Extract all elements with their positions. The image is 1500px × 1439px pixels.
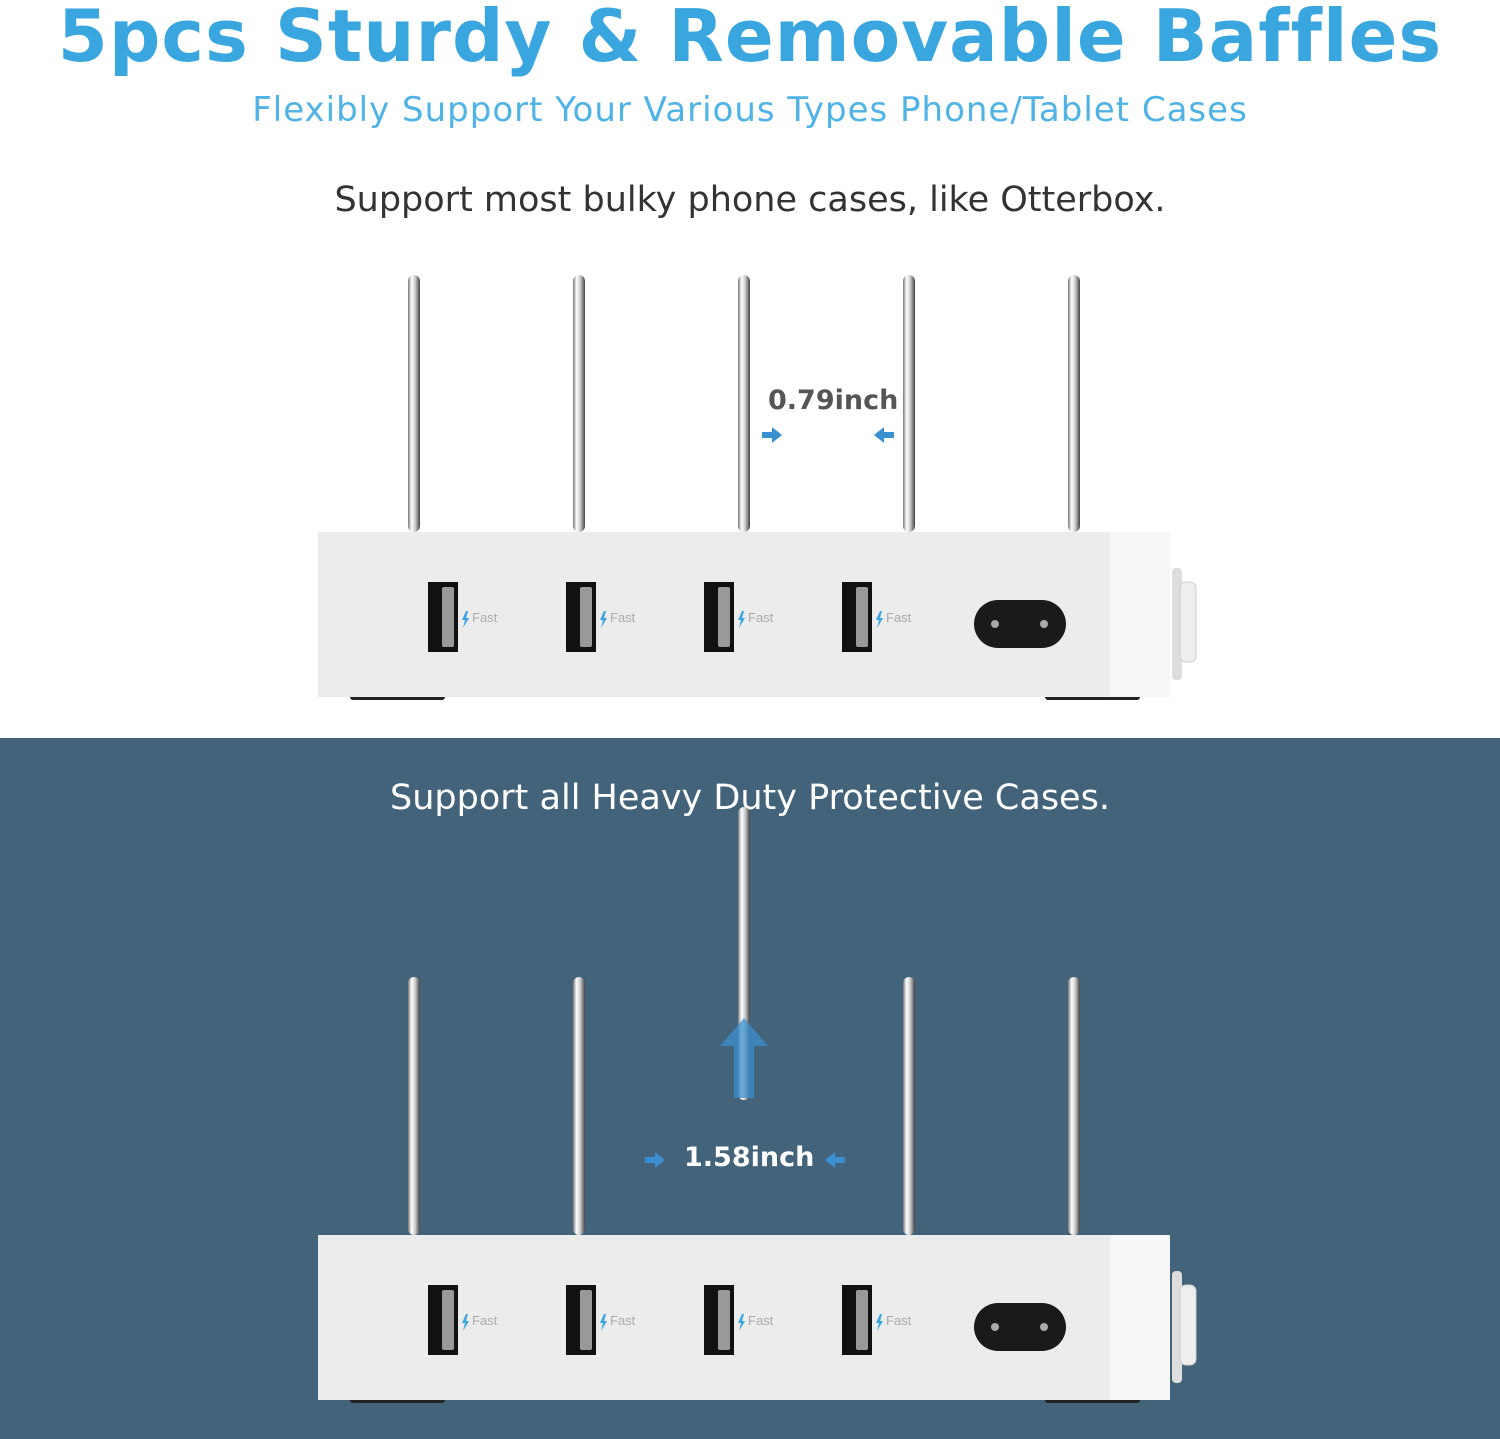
spacing-label-wide: 1.58inch bbox=[684, 1142, 815, 1173]
page-subtitle: Flexibly Support Your Various Types Phon… bbox=[252, 90, 1248, 130]
lightning-icon bbox=[462, 1314, 469, 1331]
ac-power-inlet bbox=[974, 1303, 1066, 1351]
usb-port-tongue bbox=[718, 1290, 730, 1350]
spacing-label-narrow: 0.79inch bbox=[768, 385, 899, 416]
usb-port-tongue bbox=[856, 1290, 868, 1350]
lightning-icon bbox=[600, 1314, 607, 1331]
charging-station-illustration bbox=[318, 807, 1197, 1403]
charging-station-illustration bbox=[318, 275, 1197, 700]
baffle-rod bbox=[573, 275, 585, 532]
lightning-icon bbox=[738, 1314, 745, 1331]
baffle-rod bbox=[903, 977, 915, 1235]
arrow-right-icon bbox=[645, 1152, 665, 1168]
charger-body-edge bbox=[1110, 1235, 1170, 1400]
power-switch-rocker bbox=[1179, 1284, 1197, 1366]
fast-charge-label: Fast bbox=[472, 1313, 498, 1328]
ac-power-inlet bbox=[974, 600, 1066, 648]
inlet-pin bbox=[1040, 620, 1048, 628]
fast-charge-label: Fast bbox=[748, 1313, 774, 1328]
baffle-rod bbox=[903, 275, 915, 532]
lightning-icon bbox=[600, 611, 607, 628]
bottom-panel: Support all Heavy Duty Protective Cases.… bbox=[0, 738, 1500, 1439]
top-panel: 5pcs Sturdy & Removable Baffles Flexibly… bbox=[57, 0, 1443, 700]
lightning-icon bbox=[738, 611, 745, 628]
baffle-rod bbox=[573, 977, 585, 1235]
charger-body-edge bbox=[1110, 532, 1170, 697]
usb-port-tongue bbox=[442, 587, 454, 647]
baffle-rod bbox=[738, 275, 750, 532]
baffle-rod bbox=[408, 275, 420, 532]
fast-charge-label: Fast bbox=[610, 610, 636, 625]
top-caption: Support most bulky phone cases, like Ott… bbox=[334, 180, 1166, 220]
usb-port-tongue bbox=[580, 587, 592, 647]
inlet-pin bbox=[1040, 1323, 1048, 1331]
bottom-caption: Support all Heavy Duty Protective Cases. bbox=[390, 778, 1110, 818]
lightning-icon bbox=[876, 611, 883, 628]
baffle-rod bbox=[408, 977, 420, 1235]
fast-charge-label: Fast bbox=[472, 610, 498, 625]
up-arrow-icon bbox=[720, 1018, 768, 1098]
inlet-pin bbox=[991, 1323, 999, 1331]
inlet-pin bbox=[991, 620, 999, 628]
usb-port-tongue bbox=[442, 1290, 454, 1350]
arrow-right-icon bbox=[762, 427, 782, 443]
power-switch-rocker bbox=[1179, 581, 1197, 663]
arrow-left-icon bbox=[825, 1152, 845, 1168]
usb-port-tongue bbox=[718, 587, 730, 647]
fast-charge-label: Fast bbox=[886, 1313, 912, 1328]
usb-port-tongue bbox=[856, 587, 868, 647]
fast-charge-label: Fast bbox=[610, 1313, 636, 1328]
page-title: 5pcs Sturdy & Removable Baffles bbox=[57, 0, 1443, 78]
arrow-left-icon bbox=[874, 427, 894, 443]
lightning-icon bbox=[462, 611, 469, 628]
baffle-rod bbox=[1068, 977, 1080, 1235]
fast-charge-label: Fast bbox=[748, 610, 774, 625]
usb-port-tongue bbox=[580, 1290, 592, 1350]
lightning-icon bbox=[876, 1314, 883, 1331]
baffle-rod bbox=[1068, 275, 1080, 532]
fast-charge-label: Fast bbox=[886, 610, 912, 625]
